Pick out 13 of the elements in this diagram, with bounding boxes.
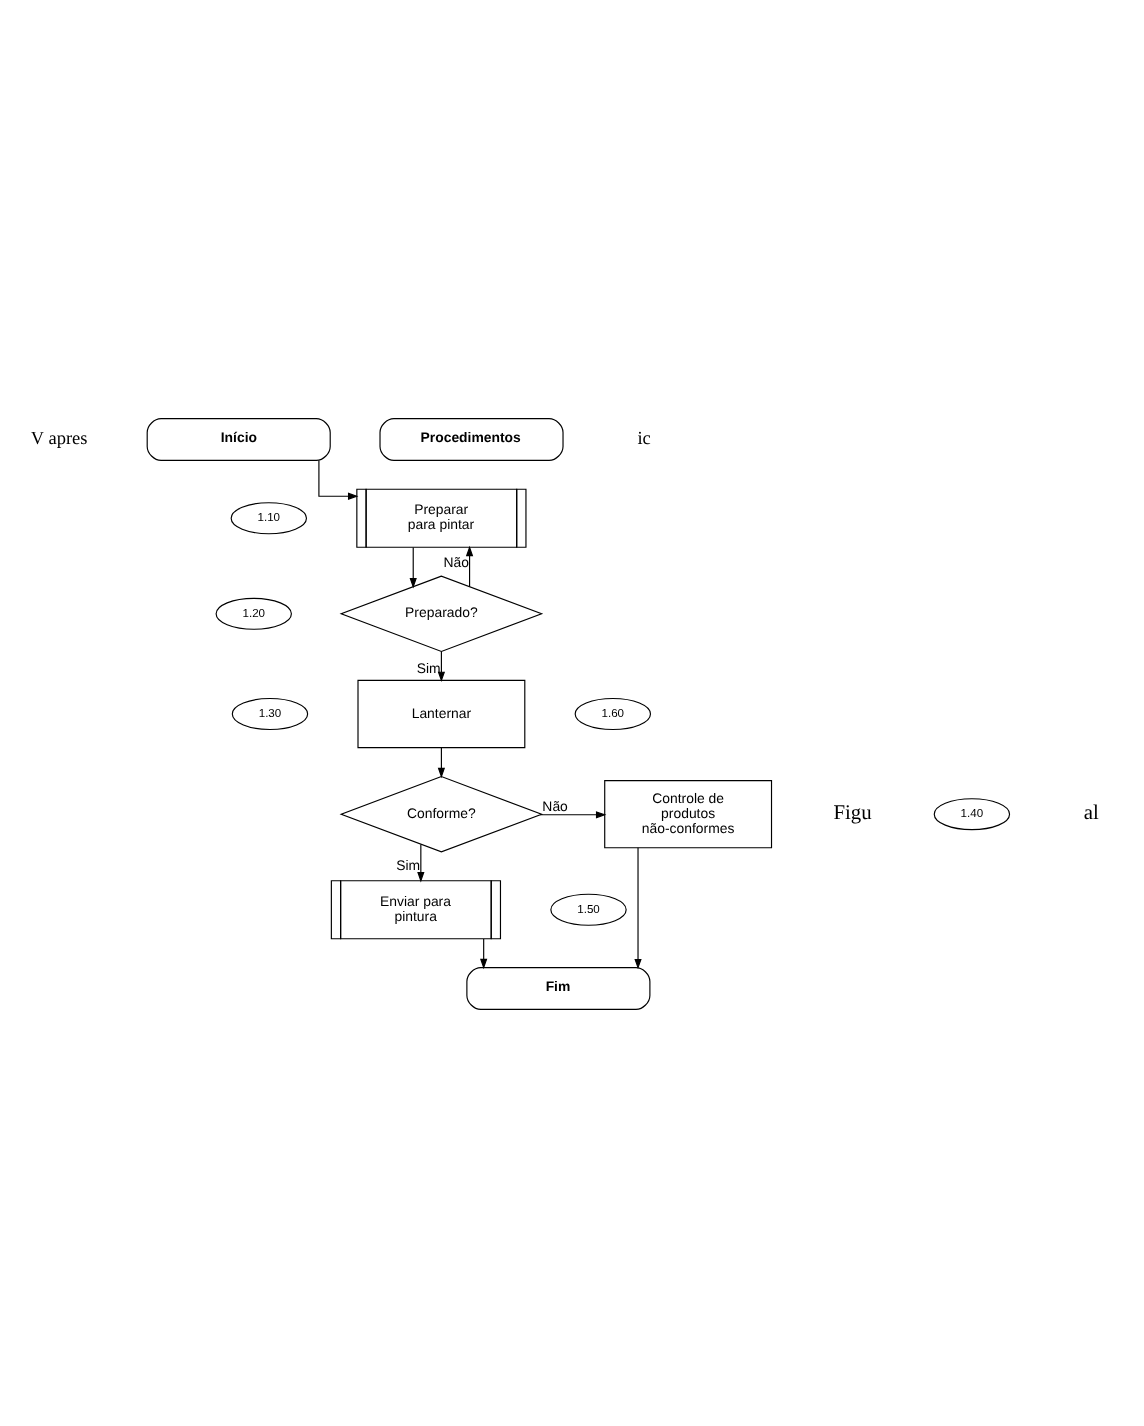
arrow (465, 544, 474, 587)
arrow (437, 746, 446, 778)
arrow (480, 937, 488, 969)
label: V apres (30, 428, 88, 449)
arrow (437, 650, 446, 682)
arrow (417, 842, 425, 882)
arrow (409, 545, 417, 588)
arrow (318, 459, 359, 499)
label: Figu (833, 802, 872, 825)
arrow (634, 846, 642, 969)
arrow (539, 810, 607, 818)
label: ic (637, 428, 651, 449)
label: al (1083, 802, 1099, 825)
